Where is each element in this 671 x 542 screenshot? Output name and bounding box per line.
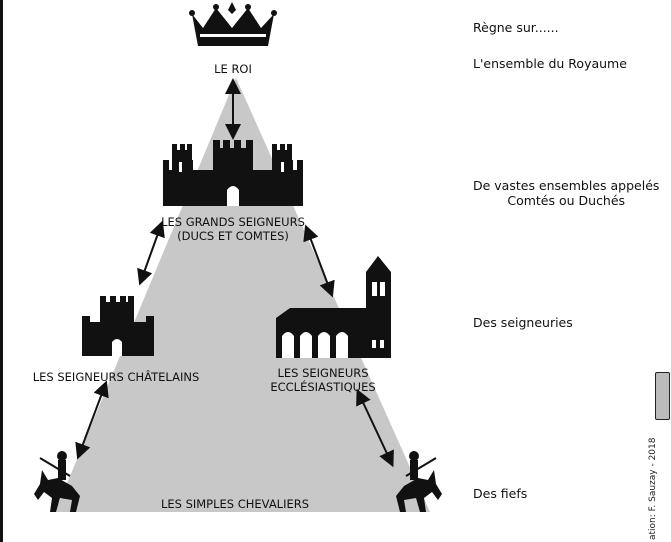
knight-on-horse-icon <box>396 451 442 512</box>
pyramid-background <box>55 78 430 512</box>
arrow-grand-church <box>303 224 335 298</box>
right-lordships: Des seigneuries <box>473 315 573 330</box>
right-fiefs: Des fiefs <box>473 486 528 501</box>
left-border <box>0 0 3 542</box>
label-grand-lords: LES GRANDS SEIGNEURS (DUCS ET COMTES) <box>143 215 323 243</box>
arrow-grand-castellan <box>137 220 165 286</box>
label-grand-lords-line1: LES GRANDS SEIGNEURS <box>161 215 305 229</box>
author-credit: ation: F. Sauzay - 2018 <box>648 437 658 540</box>
label-king: LE ROI <box>214 62 252 76</box>
large-castle-icon <box>163 140 303 206</box>
label-knights: LES SIMPLES CHEVALIERS <box>160 497 310 511</box>
arrow-castellan-knight <box>75 380 109 460</box>
right-counties-line1: De vastes ensembles appelés <box>473 178 660 193</box>
label-church-lords: LES SEIGNEURS ECCLÉSIASTIQUES <box>258 366 388 394</box>
crown-icon <box>189 2 277 46</box>
right-header: Règne sur...... <box>473 20 559 35</box>
label-grand-lords-line2: (DUCS ET COMTES) <box>177 229 289 243</box>
right-counties: De vastes ensembles appelés Comtés ou Du… <box>473 178 659 208</box>
creative-commons-icon <box>655 372 670 420</box>
arrow-church-knight <box>356 388 394 468</box>
small-castle-icon <box>82 296 154 356</box>
label-castellan-lords: LES SEIGNEURS CHÂTELAINS <box>32 370 200 384</box>
church-icon <box>276 256 391 358</box>
right-counties-line2: Comtés ou Duchés <box>507 193 626 208</box>
label-church-lords-line1: LES SEIGNEURS <box>277 366 369 380</box>
label-church-lords-line2: ECCLÉSIASTIQUES <box>270 380 376 394</box>
knight-on-horse-icon <box>34 451 80 512</box>
right-kingdom: L'ensemble du Royaume <box>473 56 627 71</box>
